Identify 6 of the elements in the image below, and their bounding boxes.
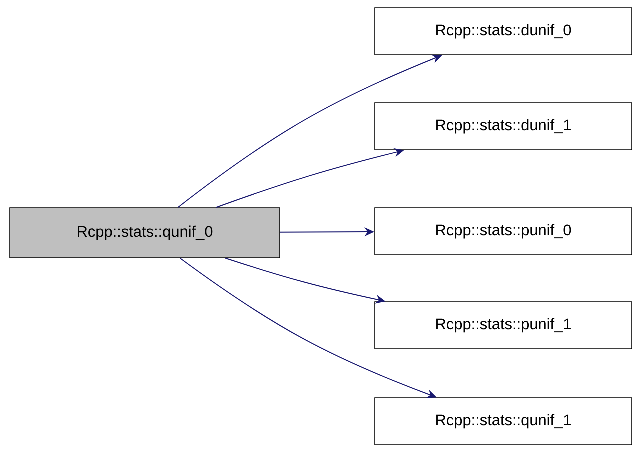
function-box: Rcpp::stats::punif_1	[374, 302, 632, 350]
function-box: Rcpp::stats::dunif_1	[374, 102, 632, 150]
function-box: Rcpp::stats::qunif_1	[374, 398, 632, 446]
function-box: Rcpp::stats::dunif_0	[374, 8, 632, 56]
function-box: Rcpp::stats::punif_0	[374, 208, 632, 256]
function-box: Rcpp::stats::qunif_0	[10, 208, 280, 258]
